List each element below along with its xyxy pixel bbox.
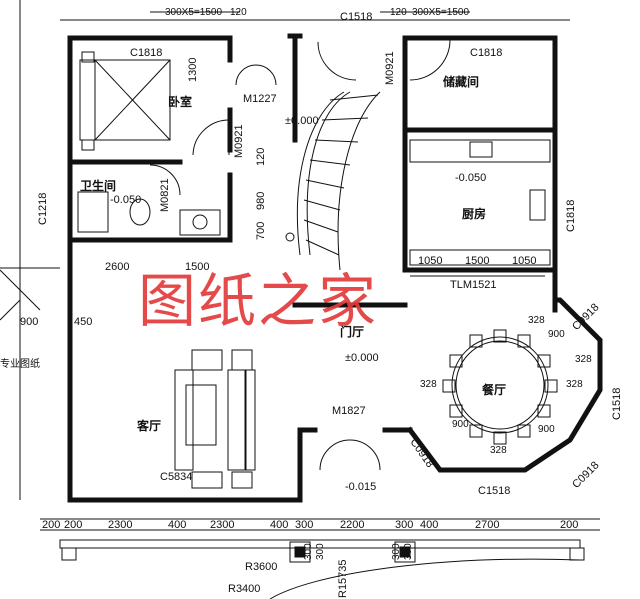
- dim-bottom: 200: [64, 519, 83, 531]
- dim-inner: 900: [20, 316, 39, 328]
- dim-top: 300X5=1500: [165, 7, 223, 18]
- dim-bottom: 400: [168, 519, 187, 531]
- window-label: C1518: [340, 11, 373, 23]
- window-label: C5834: [160, 471, 193, 483]
- door-label: TLM1521: [450, 279, 497, 291]
- dim-bottom: 400: [270, 519, 289, 531]
- dim-dining: 328: [528, 315, 545, 326]
- dim-bottom: 200: [42, 519, 61, 531]
- dim-stair: R3600: [245, 561, 278, 573]
- dim-dining: 328: [566, 379, 583, 390]
- dim-bottom: 300: [395, 519, 414, 531]
- dim-stair: 300: [315, 543, 326, 560]
- dim-inner: 1050: [512, 255, 537, 267]
- dim-inner: 450: [74, 316, 93, 328]
- dim-inner: 1500: [465, 255, 490, 267]
- room-storage: 储藏间: [443, 75, 480, 89]
- elevation-label: -0.050: [455, 172, 487, 184]
- dim-dining: 328: [575, 354, 592, 365]
- dim-inner: 1500: [185, 261, 210, 273]
- elevation-label: -0.050: [110, 194, 142, 206]
- dim-bottom: 2300: [108, 519, 133, 531]
- room-bathroom: 卫生间: [80, 179, 117, 193]
- door-label: M1827: [332, 405, 366, 417]
- dim-top: 300X5=1500: [412, 7, 470, 18]
- dim-stair: 300: [391, 543, 402, 560]
- window-label: C1818: [565, 199, 577, 232]
- dim-top: 120: [230, 7, 247, 18]
- dim-dining: 900: [538, 424, 555, 435]
- window-label: C1518: [611, 387, 623, 420]
- dim-bottom: 200: [560, 519, 579, 531]
- room-bedroom: 卧室: [168, 95, 193, 109]
- door-label: M0921: [384, 51, 396, 85]
- dim-inner: 980: [255, 191, 267, 210]
- dim-stair: 300: [303, 543, 314, 560]
- elevation-label: ±0.000: [285, 115, 319, 127]
- window-label: C1818: [470, 47, 503, 59]
- door-label: M1227: [243, 93, 277, 105]
- door-label: M0821: [159, 178, 171, 212]
- room-kitchen: 厨房: [462, 207, 487, 221]
- elevation-label: ±0.000: [345, 352, 379, 364]
- room-dining: 餐厅: [482, 383, 507, 397]
- dim-bottom: 2300: [210, 519, 235, 531]
- window-label: C1218: [37, 192, 49, 225]
- dim-bottom: 2200: [340, 519, 365, 531]
- side-note: 专业图纸: [0, 359, 40, 370]
- elevation-label: -0.015: [345, 481, 377, 493]
- dim-bottom: 300: [295, 519, 314, 531]
- dim-bottom: 2700: [475, 519, 500, 531]
- dim-stair: R15735: [337, 559, 349, 598]
- watermark: 图纸之家: [138, 267, 379, 335]
- window-label: C1818: [130, 47, 163, 59]
- door-label: M0921: [233, 124, 245, 158]
- dim-inner: 1300: [187, 57, 199, 82]
- dim-top: 120: [390, 7, 407, 18]
- dim-dining: 900: [452, 419, 469, 430]
- dim-bottom: 400: [420, 519, 439, 531]
- dim-inner: 2600: [105, 261, 130, 273]
- dim-stair: R3400: [228, 583, 261, 595]
- dim-inner: 700: [255, 221, 267, 240]
- dim-stair: 300: [403, 543, 414, 560]
- room-living: 客厅: [137, 419, 162, 433]
- dim-dining: 328: [420, 379, 437, 390]
- dim-dining: 900: [548, 329, 565, 340]
- dim-inner: 1050: [418, 255, 443, 267]
- dim-inner: 120: [255, 147, 267, 166]
- dim-dining: 328: [490, 445, 507, 456]
- window-label: C1518: [478, 485, 511, 497]
- room-foyer: 门厅: [340, 325, 365, 339]
